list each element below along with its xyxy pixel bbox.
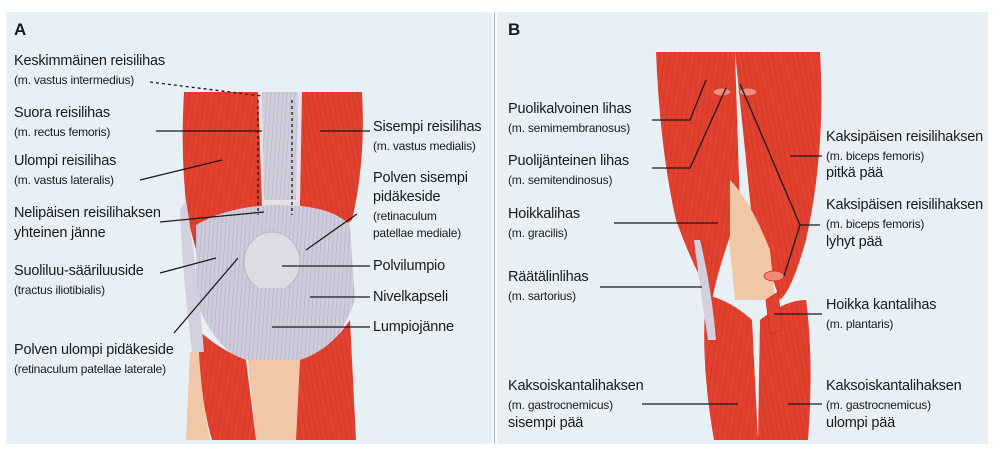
knee-back-view: [656, 52, 822, 440]
label-biceps-lyhyt-name: Kaksipäisen reisilihaksen: [826, 197, 983, 213]
iliotibial-tract-shape: [180, 200, 204, 352]
knee-front-view: [180, 92, 363, 440]
sartorius-tendon-shape: [694, 240, 716, 340]
label-sisempi-name: Sisempi reisilihas: [373, 119, 482, 135]
label-kaksois-ulompi-latin: (m. gastrocnemicus): [826, 398, 931, 412]
label-hoikkalihas-latin: (m. gracilis): [508, 226, 568, 240]
leader-ulompi-pidakeside: [173, 257, 239, 334]
hamstring-cut-2: [738, 87, 758, 97]
biceps-short-head-cut: [763, 270, 785, 282]
label-nelipainen-line1: Nelipäisen reisilihaksen: [14, 205, 161, 221]
label-kaksois-sisempi-latin: (m. gastrocnemicus): [508, 398, 613, 412]
label-keskimmainen-name: Keskimmäinen reisilihas: [14, 53, 165, 69]
lower-leg-lateral-muscle: [198, 330, 256, 440]
label-kaksois-sisempi-name: Kaksoiskantalihaksen: [508, 378, 644, 394]
popliteal-fossa-shape: [730, 180, 775, 300]
label-puolikalvoinen-name: Puolikalvoinen lihas: [508, 101, 632, 117]
leader-ulompi: [139, 159, 223, 181]
leader-puolijanteinen: [652, 87, 727, 169]
label-ratalinlihas-name: Räätälinlihas: [508, 269, 589, 285]
leader-puolikalvoinen: [652, 79, 707, 121]
label-plantaris-latin: (m. plantaris): [826, 317, 894, 331]
label-kaksois-ulompi-part: ulompi pää: [826, 415, 895, 431]
label-kaksois-ulompi-name: Kaksoiskantalihaksen: [826, 378, 962, 394]
hamstring-medial-shape: [656, 52, 740, 300]
label-suora-name: Suora reisilihas: [14, 105, 110, 121]
label-puolijanteinen-name: Puolijänteinen lihas: [508, 153, 629, 169]
label-biceps-pitka-part: pitkä pää: [826, 165, 884, 181]
leader-keskimmainen: [149, 81, 263, 97]
label-puolikalvoinen-latin: (m. semimembranosus): [508, 121, 631, 135]
plantaris-shape: [765, 291, 783, 335]
hamstring-cut-1: [712, 87, 732, 97]
panel-b-letter: B: [508, 20, 521, 39]
label-polvilumpio: Polvilumpio: [373, 258, 445, 274]
label-plantaris-name: Hoikka kantalihas: [826, 297, 937, 313]
label-biceps-lyhyt-part: lyhyt pää: [826, 234, 883, 250]
label-biceps-pitka-name: Kaksipäisen reisilihaksen: [826, 129, 983, 145]
label-puolijanteinen-latin: (m. semitendinosus): [508, 173, 613, 187]
vastus-medialis-shape: [300, 92, 363, 236]
label-sisempi-pidakeside-latin2: patellae mediale): [373, 226, 461, 240]
label-ulompi-pidakeside-name: Polven ulompi pidäkeside: [14, 342, 174, 358]
label-ulompi-latin: (m. vastus lateralis): [14, 173, 114, 187]
patella-shape: [243, 231, 301, 293]
panel-a-letter: A: [14, 20, 27, 39]
label-ulompi-name: Ulompi reisilihas: [14, 153, 117, 169]
label-suoliluu-latin: (tractus iliotibialis): [14, 283, 105, 297]
label-kaksois-sisempi-part: sisempi pää: [508, 415, 584, 431]
label-nelipainen-line2: yhteinen jänne: [14, 225, 106, 241]
leader-lines-b: [600, 79, 822, 405]
label-biceps-lyhyt-latin: (m. biceps femoris): [826, 217, 925, 231]
label-sisempi-pidakeside-latin1: (retinaculum: [373, 209, 437, 223]
label-nivelkapseli: Nivelkapseli: [373, 289, 448, 305]
leader-lines-a: [139, 81, 370, 334]
leader-biceps-lyhyt: [783, 224, 801, 277]
label-hoikkalihas-name: Hoikkalihas: [508, 206, 580, 222]
label-sisempi-pidakeside-line1: Polven sisempi: [373, 170, 468, 186]
label-ulompi-pidakeside-latin: (retinaculum patellae laterale): [14, 362, 166, 376]
leader-nelipainen: [159, 211, 265, 223]
label-suora-latin: (m. rectus femoris): [14, 125, 111, 139]
gastrocnemius-lateral-shape: [758, 300, 811, 440]
rectus-tendon-shape: [262, 92, 298, 200]
label-sisempi-pidakeside-line2: pidäkeside: [373, 189, 441, 205]
label-lumpiojanne: Lumpiojänne: [373, 319, 454, 335]
fibula-shape: [186, 352, 210, 440]
panel-divider: [494, 12, 495, 444]
lower-leg-medial-muscle: [296, 320, 356, 440]
patellar-tendon-shape: [246, 288, 298, 360]
label-ratalinlihas-latin: (m. sartorius): [508, 289, 576, 303]
leader-sisempi-pidakeside: [305, 213, 358, 251]
leader-suoliluu: [159, 257, 217, 274]
label-keskimmainen-latin: (m. vastus intermedius): [14, 73, 135, 87]
hamstring-lateral-shape: [735, 52, 822, 300]
label-biceps-pitka-latin: (m. biceps femoris): [826, 149, 925, 163]
label-suoliluu-name: Suoliluu-sääriluuside: [14, 263, 144, 279]
tibia-shape: [248, 360, 300, 440]
label-sisempi-latin: (m. vastus medialis): [373, 139, 476, 153]
